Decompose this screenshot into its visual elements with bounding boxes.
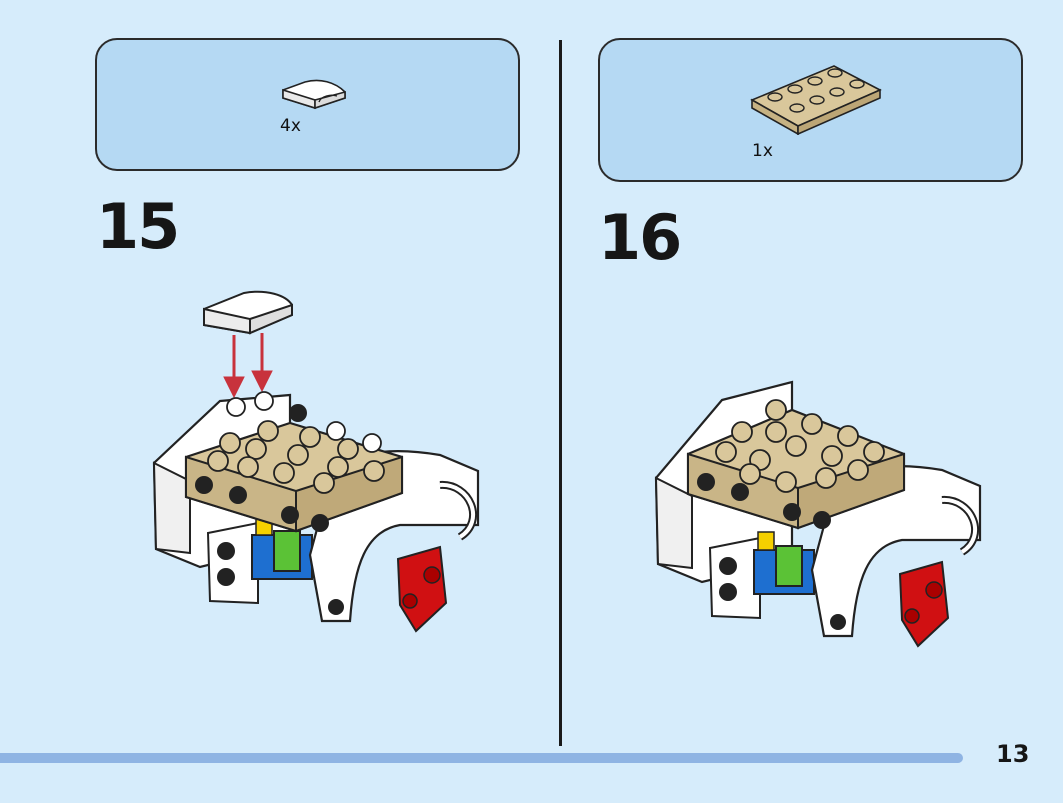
white-curved-slope-piece: [203, 290, 293, 335]
step-number: 15: [96, 190, 180, 263]
tan-plate-2x4-icon: [750, 65, 882, 135]
red-clip-piece: [396, 545, 448, 633]
parts-callout-step-16: 1x: [598, 38, 1023, 182]
step-number: 16: [598, 201, 682, 274]
parts-callout-step-15: 4x: [95, 38, 520, 171]
placement-arrow: [223, 333, 273, 399]
part-quantity: 4x: [280, 116, 301, 136]
part-quantity: 1x: [752, 141, 773, 161]
page-divider: [559, 40, 562, 746]
progress-bar: [0, 753, 963, 763]
page-number: 13: [996, 740, 1030, 768]
white-curved-slope-1x2-icon: [282, 79, 346, 110]
build-illustration-step-15: [152, 290, 480, 633]
build-illustration-step-16: [654, 380, 982, 648]
red-clip-piece: [898, 560, 950, 648]
